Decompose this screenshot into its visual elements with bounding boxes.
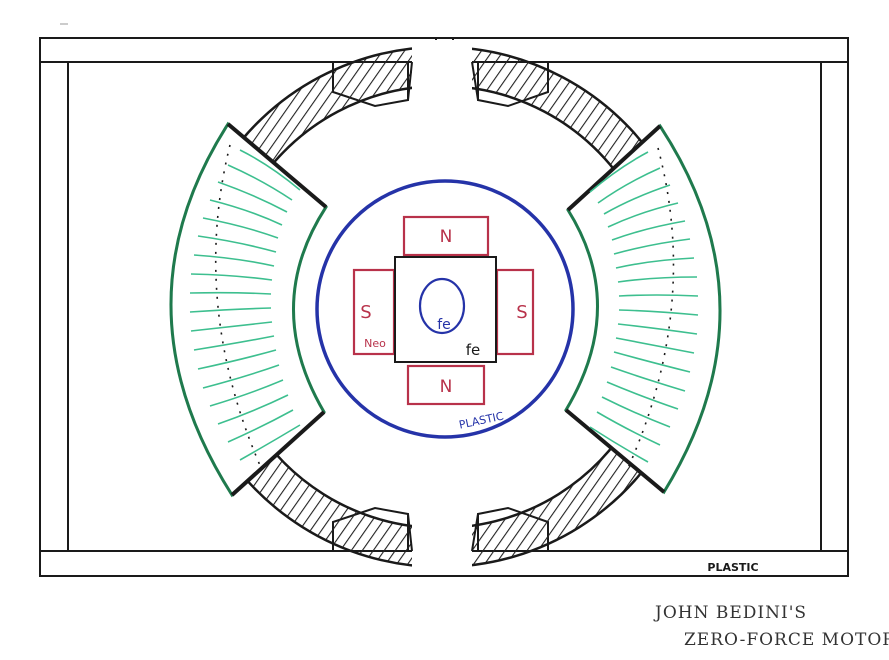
magnet-top: N [402,215,490,257]
left-coil [169,121,328,498]
core-outer-label: fe [466,341,481,359]
right-coil [564,123,722,495]
caption-line-2: ZERO-FORCE MOTOR [684,630,889,650]
magnet-bottom-label: N [440,377,453,397]
core-inner-label: fe [437,317,451,333]
base-material-label: PLASTIC [707,561,758,574]
caption-line-1: JOHN BEDINI'S [655,603,808,623]
magnet-right: S [495,268,535,356]
plastic-rotor-ring [315,179,575,439]
magnet-top-label: N [440,227,453,247]
axle-circle [418,277,466,335]
iron-core: fe fe [394,256,497,363]
magnet-bottom: N [406,364,486,406]
magnet-right-label: S [516,302,527,323]
magnet-left-label: S [360,302,371,323]
magnet-left: S Neo [352,268,396,356]
ring-gaps [407,40,479,575]
neo-label: Neo [364,337,386,350]
ring-material-label: PLASTIC [458,409,505,431]
